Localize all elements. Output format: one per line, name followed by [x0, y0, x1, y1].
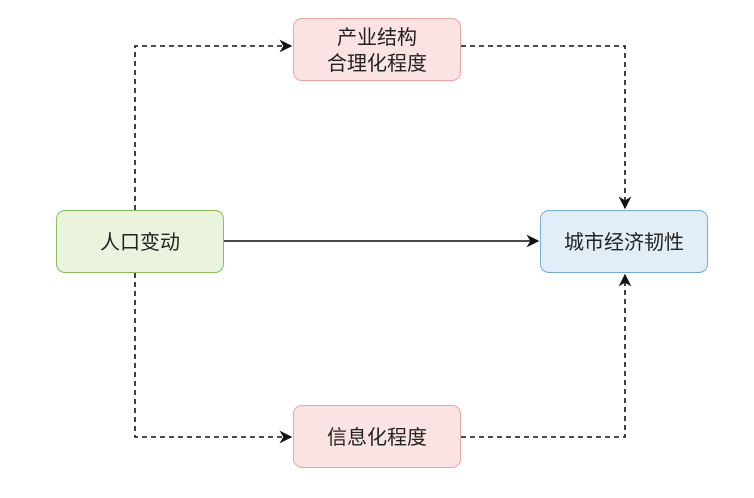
- edge-information-to-resilience: [461, 273, 632, 438]
- edge-industry-to-resilience: [461, 45, 632, 210]
- edge-population-to-information: [134, 273, 293, 444]
- node-industrial-structure-line2: 合理化程度: [327, 50, 427, 75]
- node-informatization: 信息化程度: [293, 405, 461, 468]
- node-urban-economic-resilience: 城市经济韧性: [540, 210, 708, 273]
- node-population-change: 人口变动: [56, 210, 224, 273]
- node-population-change-label: 人口变动: [100, 229, 180, 254]
- edge-population-to-industry: [134, 39, 293, 210]
- node-industrial-structure-line1: 产业结构: [337, 24, 417, 49]
- node-urban-economic-resilience-label: 城市经济韧性: [564, 229, 684, 254]
- node-industrial-structure: 产业结构 合理化程度: [293, 18, 461, 81]
- node-informatization-label: 信息化程度: [327, 424, 427, 449]
